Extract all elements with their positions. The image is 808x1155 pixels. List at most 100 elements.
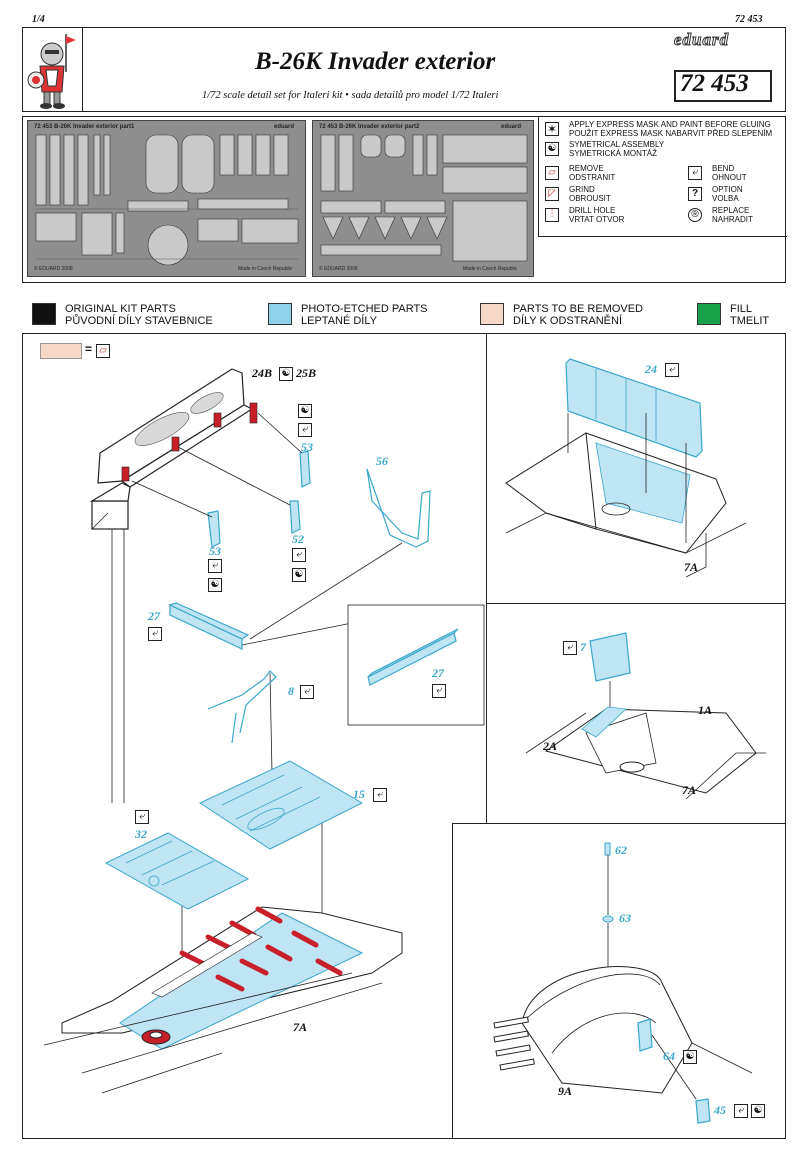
part-24b-label: 24B bbox=[252, 366, 273, 380]
key-removed-text-cz: DÍLY K ODSTRANĚNÍ bbox=[513, 315, 623, 327]
fret-2-brand: eduard bbox=[501, 124, 522, 130]
bend-icon: ⤶ bbox=[688, 166, 702, 180]
legend-bend-text-cz: OHNOUT bbox=[712, 173, 747, 182]
page-number: 1/4 bbox=[32, 14, 45, 25]
fret-2-made: Made in Czech Republic bbox=[463, 266, 518, 272]
fret-sheet-2: 72 453 B-26K Invader exterior part2 edua… bbox=[312, 120, 534, 277]
divider-vertical bbox=[486, 333, 487, 823]
header-divider bbox=[82, 27, 83, 112]
divider-vertical-2 bbox=[452, 823, 453, 1139]
key-etched-text-cz: LEPTANÉ DÍLY bbox=[301, 315, 378, 327]
legend-grind-text: GRIND bbox=[569, 185, 595, 194]
part-56-label: 56 bbox=[376, 454, 388, 468]
part-7a-label: 7A bbox=[293, 1020, 308, 1034]
fret-1-brand: eduard bbox=[274, 124, 295, 130]
remove-icon: ▱ bbox=[96, 344, 110, 358]
part-52-label: 52 bbox=[292, 532, 304, 546]
symmetry-icon: ☯ bbox=[751, 1104, 765, 1118]
legend-mask-text-cz: POUŽIT EXPRESS MASK NABARVIT PŘED SLEPEN… bbox=[569, 129, 773, 138]
bend-icon: ⤶ bbox=[432, 684, 446, 698]
swatch-fill bbox=[697, 303, 721, 325]
bend-icon: ⤶ bbox=[298, 423, 312, 437]
bend-icon: ⤶ bbox=[135, 810, 149, 824]
bend-icon: ⤶ bbox=[300, 685, 314, 699]
bend-icon: ⤶ bbox=[734, 1104, 748, 1118]
part-24-label: 24 bbox=[645, 362, 657, 376]
part-27-inset-label: 27 bbox=[432, 666, 444, 680]
equals-sign: = bbox=[85, 342, 93, 356]
nose-diagram bbox=[493, 842, 753, 1124]
part-45-label: 45 bbox=[714, 1103, 726, 1117]
bend-icon: ⤶ bbox=[292, 548, 306, 562]
legend-remove-text: REMOVE bbox=[569, 164, 604, 173]
option-icon: ? bbox=[688, 187, 702, 201]
grind-icon: ◸ bbox=[545, 187, 559, 201]
legend-drill-text: DRILL HOLE bbox=[569, 206, 616, 215]
part-2a-label: 2A bbox=[543, 739, 558, 753]
part-63-label: 63 bbox=[619, 911, 631, 925]
legend-box bbox=[538, 116, 787, 237]
cockpit-rear-diagram bbox=[505, 358, 747, 578]
knight-mascot-icon bbox=[27, 34, 76, 109]
key-removed-text: PARTS TO BE REMOVED bbox=[513, 303, 643, 315]
subtitle: 1/72 scale detail set for Italeri kit • … bbox=[202, 90, 499, 101]
symmetry-icon: ☯ bbox=[208, 578, 222, 592]
part-1a-label: 1A bbox=[698, 703, 713, 717]
legend-drill-text-cz: VRTAT OTVOR bbox=[569, 215, 625, 224]
symmetry-icon: ☯ bbox=[298, 404, 312, 418]
bend-icon: ⤶ bbox=[563, 641, 577, 655]
part-7-label: 7 bbox=[580, 640, 586, 654]
set-number-box bbox=[674, 70, 772, 102]
bend-icon: ⤶ bbox=[665, 363, 679, 377]
fret-1-parts bbox=[35, 134, 299, 266]
part-8-label: 8 bbox=[288, 684, 294, 698]
drill-icon: ⫶ bbox=[545, 208, 559, 222]
legend-remove-text-cz: ODSTRANIT bbox=[569, 173, 616, 182]
part-9a-label: 9A bbox=[558, 1084, 573, 1098]
legend-grind-text-cz: OBROUSIT bbox=[569, 194, 611, 203]
divider-right-2 bbox=[452, 823, 786, 824]
key-etched-text: PHOTO-ETCHED PARTS bbox=[301, 303, 428, 315]
part-15-label: 15 bbox=[353, 787, 365, 801]
removed-swatch-small bbox=[40, 343, 82, 359]
fret-2-parts bbox=[320, 134, 528, 262]
part-25b-label: 25B bbox=[296, 366, 317, 380]
legend-option-text-cz: VOLBA bbox=[712, 194, 739, 203]
brand-logo: eduard bbox=[673, 30, 730, 50]
bend-icon: ⤶ bbox=[208, 559, 222, 573]
legend-replace-text: REPLACE bbox=[712, 206, 750, 215]
key-original-text: ORIGINAL KIT PARTS bbox=[65, 303, 176, 315]
part-53-label: 53 bbox=[301, 440, 313, 454]
bend-icon: ⤶ bbox=[148, 627, 162, 641]
symmetry-icon: ☯ bbox=[683, 1050, 697, 1064]
divider-right-1 bbox=[486, 603, 786, 604]
part-7a-mid-label: 7A bbox=[682, 783, 697, 797]
diagram-frame bbox=[22, 333, 786, 1139]
legend-replace-text-cz: NAHRADIT bbox=[712, 215, 753, 224]
fret-1-copyright: © EDUARD 2008 bbox=[34, 266, 73, 272]
swatch-etched bbox=[268, 303, 292, 325]
replace-icon: ® bbox=[688, 208, 702, 222]
express-mask-icon: ✶ bbox=[545, 122, 559, 136]
key-fill-text-cz: TMELIT bbox=[730, 315, 770, 327]
fret-sheet-1: 72 453 B-26K Invader exterior part1 edua… bbox=[27, 120, 306, 277]
legend-sym-text-cz: SYMETRICKÁ MONTÁŽ bbox=[569, 149, 658, 158]
part-53b-label: 53 bbox=[209, 544, 221, 558]
symmetry-icon: ☯ bbox=[545, 142, 559, 156]
fret-2-copyright: © EDUARD 2008 bbox=[319, 266, 358, 272]
fret-2-title: 72 453 B-26K Invader exterior part2 bbox=[319, 124, 420, 130]
fret-legend-frame bbox=[22, 116, 786, 283]
fret-1-made: Made in Czech Republic bbox=[238, 266, 293, 272]
key-fill-text: FILL bbox=[730, 303, 753, 315]
header-frame bbox=[22, 27, 786, 112]
part-62-label: 62 bbox=[615, 843, 627, 857]
legend-option-text: OPTION bbox=[712, 185, 743, 194]
part-27-label: 27 bbox=[148, 609, 160, 623]
bend-icon: ⤶ bbox=[373, 788, 387, 802]
set-number: 72 453 bbox=[680, 70, 749, 97]
symmetry-icon: ☯ bbox=[279, 367, 293, 381]
